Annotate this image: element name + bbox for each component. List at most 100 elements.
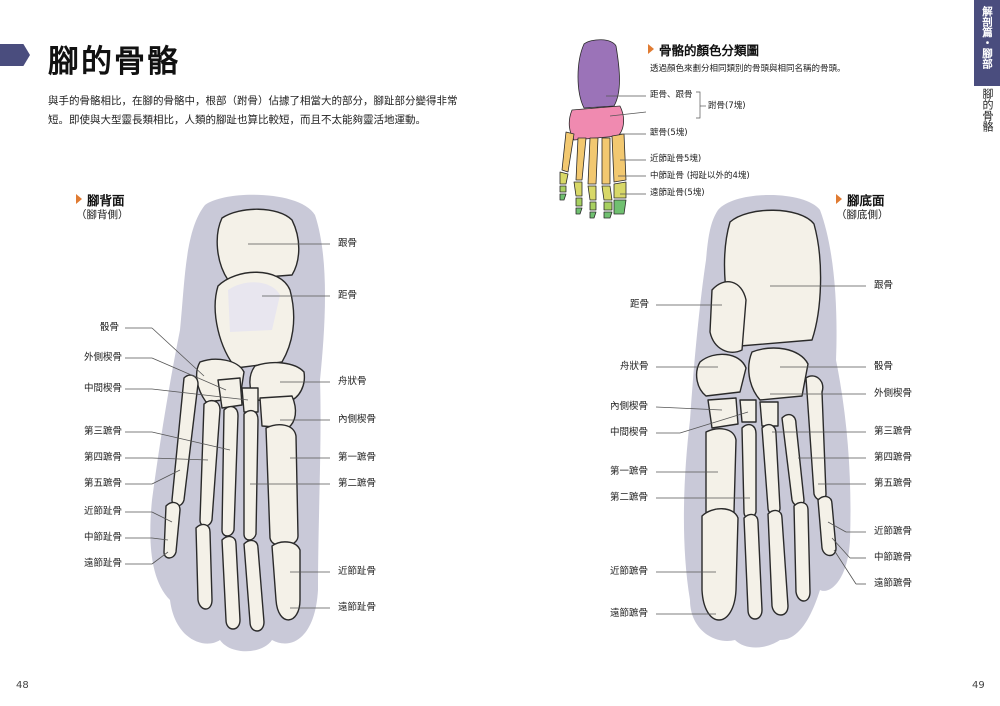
label-dorsal-proximal-phalanx: 近節趾骨 xyxy=(84,506,123,517)
legend-distal-1 xyxy=(613,199,627,215)
legend-label-proximal: 近節趾骨5塊) xyxy=(650,154,702,164)
chapter-subtitle: 腳的骨骼 xyxy=(981,88,994,132)
label-dorsal-medial-cuneiform: 內側楔骨 xyxy=(338,414,377,425)
plantar-phalanx-5 xyxy=(817,495,837,557)
plantar-lateral-cuneiform xyxy=(759,401,779,427)
label-dorsal-calcaneus: 跟骨 xyxy=(338,238,358,249)
dorsal-phalanx-5 xyxy=(163,501,181,559)
plantar-metatarsal-4 xyxy=(781,413,805,507)
legend-proximal-4 xyxy=(573,181,583,197)
legend-distal-2 xyxy=(603,211,613,219)
label-plantar-medial-cuneiform: 內側楔骨 xyxy=(610,401,649,412)
legend-metatarsal-5 xyxy=(561,131,575,173)
label-dorsal-intermediate-cuneiform: 中間楔骨 xyxy=(84,383,123,394)
label-plantar-metatarsal-1: 第一蹠骨 xyxy=(610,466,649,477)
label-plantar-metatarsal-2: 第二蹠骨 xyxy=(610,492,649,503)
plantar-metatarsal-2 xyxy=(741,423,757,519)
plantar-heading-text: 腳底面 xyxy=(847,193,885,208)
legend-metatarsal-4 xyxy=(575,137,587,181)
dorsal-phalanx-2 xyxy=(243,539,265,632)
plantar-phalanx-3 xyxy=(767,509,789,616)
dorsal-heading-text: 腳背面 xyxy=(87,193,125,208)
dorsal-intermediate-cuneiform xyxy=(241,387,259,413)
legend-description: 透過顏色來劃分相同類別的骨頭與相同名稱的骨頭。 xyxy=(650,64,846,74)
legend-metatarsal-3 xyxy=(587,137,599,185)
dorsal-metatarsal-1 xyxy=(265,424,299,547)
chapter-tab-text: 解剖篇・腳部 xyxy=(981,6,993,69)
label-dorsal-middle-phalanx: 中節趾骨 xyxy=(84,532,123,543)
legend-middle-5 xyxy=(559,185,567,193)
legend-title: 骨骼的顏色分類圖 xyxy=(648,40,759,59)
legend-proximal-3 xyxy=(587,185,597,201)
plantar-navicular xyxy=(695,353,747,397)
legend-label-middle: 中節趾骨 (拇趾以外的4塊) xyxy=(650,171,750,181)
plantar-phalanx-4 xyxy=(793,501,811,602)
intro-line-2: 短。即使與大型靈長類相比，人類的腳趾也算比較短，而且不太能夠靈活地運動。 xyxy=(48,114,426,126)
intro-text: 與手的骨骼相比，在腳的骨骼中，根部（跗骨）佔據了相當大的部分，腳趾部分變得非常 … xyxy=(48,92,468,130)
label-dorsal-navicular: 舟狀骨 xyxy=(338,376,367,387)
dorsal-navicular xyxy=(249,361,306,403)
label-dorsal-cuboid: 骰骨 xyxy=(100,322,120,333)
plantar-cuboid xyxy=(748,347,809,401)
dorsal-heading: 腳背面 xyxy=(76,190,125,209)
dorsal-metatarsal-2 xyxy=(243,409,259,541)
label-dorsal-proximal-phalanx-big: 近節趾骨 xyxy=(338,566,377,577)
legend-proximal-2 xyxy=(601,185,613,201)
dorsal-subheading: （腳背側） xyxy=(76,209,129,221)
legend-label-metatarsals: 蹠骨(5塊) xyxy=(650,128,688,138)
dorsal-talus-highlight xyxy=(228,282,280,332)
dorsal-phalanx-4 xyxy=(195,523,213,610)
dorsal-medial-cuneiform xyxy=(259,395,297,429)
legend-middle-4 xyxy=(575,197,583,207)
arrow-right-icon xyxy=(836,194,842,204)
page-number-left: 48 xyxy=(16,680,29,691)
plantar-subheading: （腳底側） xyxy=(836,209,889,221)
legend-label-tarsals: 跗骨(7塊) xyxy=(708,101,746,111)
legend-middle-2 xyxy=(603,201,613,211)
legend-label-distal: 遠節趾骨(5塊) xyxy=(650,188,705,198)
arrow-right-icon xyxy=(76,194,82,204)
label-plantar-lateral-cuneiform: 外側楔骨 xyxy=(874,388,913,399)
plantar-calcaneus xyxy=(723,209,822,347)
plantar-intermediate-cuneiform xyxy=(739,399,757,423)
legend-talus-calcaneus xyxy=(577,39,620,109)
legend-distal-5 xyxy=(559,193,567,201)
legend-metatarsal-1 xyxy=(611,133,627,183)
label-dorsal-metatarsal-4: 第四蹠骨 xyxy=(84,452,123,463)
label-plantar-middle-phalanx-right: 中節蹠骨 xyxy=(874,552,913,563)
label-plantar-proximal-phalanx-left: 近節蹠骨 xyxy=(610,566,649,577)
plantar-phalanx-1 xyxy=(701,508,739,621)
label-plantar-calcaneus: 跟骨 xyxy=(874,280,894,291)
label-plantar-metatarsal-4: 第四蹠骨 xyxy=(874,452,913,463)
label-plantar-cuboid: 骰骨 xyxy=(874,361,894,372)
label-dorsal-lateral-cuneiform: 外側楔骨 xyxy=(84,352,123,363)
plantar-medial-cuneiform xyxy=(707,397,739,429)
plantar-talus xyxy=(709,281,747,353)
chapter-tab: 解剖篇・腳部 xyxy=(974,0,1000,86)
dorsal-lateral-cuneiform xyxy=(217,377,243,409)
intro-line-1: 與手的骨骼相比，在腳的骨骼中，根部（跗骨）佔據了相當大的部分，腳趾部分變得非常 xyxy=(48,95,458,107)
dorsal-metatarsal-4 xyxy=(199,399,221,527)
label-plantar-metatarsal-3: 第三蹠骨 xyxy=(874,426,913,437)
plantar-metatarsal-5 xyxy=(805,375,827,501)
dorsal-phalanx-1 xyxy=(271,541,301,621)
arrow-right-icon xyxy=(648,44,654,54)
page-number-right: 49 xyxy=(972,680,985,691)
legend-proximal-1 xyxy=(613,181,627,199)
dorsal-phalanx-3 xyxy=(221,535,241,630)
legend-tarsals xyxy=(568,105,624,141)
legend-label-talus-calcaneus: 距骨、跟骨 xyxy=(650,90,693,100)
title-marker xyxy=(0,44,30,66)
label-plantar-proximal-phalanx-right: 近節蹠骨 xyxy=(874,526,913,537)
dorsal-foot xyxy=(125,194,330,652)
legend-distal-3 xyxy=(589,211,597,219)
label-dorsal-talus: 距骨 xyxy=(338,290,358,301)
label-dorsal-metatarsal-2: 第二蹠骨 xyxy=(338,478,377,489)
label-dorsal-metatarsal-1: 第一蹠骨 xyxy=(338,452,377,463)
label-plantar-distal-phalanx-right: 遠節蹠骨 xyxy=(874,578,913,589)
label-plantar-talus: 距骨 xyxy=(630,299,650,310)
legend-title-text: 骨骼的顏色分類圖 xyxy=(659,43,760,58)
label-dorsal-metatarsal-5: 第五蹠骨 xyxy=(84,478,123,489)
label-plantar-distal-phalanx-left: 遠節蹠骨 xyxy=(610,608,649,619)
